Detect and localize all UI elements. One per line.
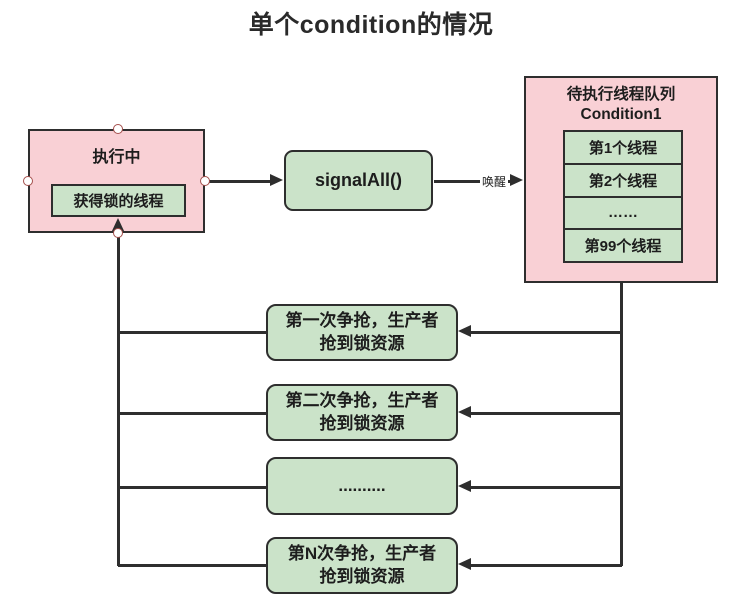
edge-queue-trunk [620, 283, 623, 566]
edge-exec-to-signal [206, 180, 271, 183]
lock-holder-node[interactable]: 获得锁的线程 [51, 184, 186, 217]
connection-point-top-icon[interactable] [113, 124, 123, 134]
contention-4-line1: 第N次争抢，生产者 [287, 543, 437, 563]
connection-point-right-icon[interactable] [200, 176, 210, 186]
queue-item-ellipsis: …… [565, 195, 681, 229]
contention-4-line2: 抢到锁资源 [319, 566, 405, 586]
queue-node[interactable]: 待执行线程队列 Condition1 第1个线程 第2个线程 …… 第99个线程 [524, 76, 718, 283]
diagram-title: 单个condition的情况 [248, 11, 494, 39]
connection-point-left-icon[interactable] [23, 176, 33, 186]
edge-contention-4-return [118, 564, 266, 567]
edge-queue-to-contention-4 [470, 564, 622, 567]
wake-edge-label: 唤醒 [480, 173, 509, 190]
contention-1-line2: 抢到锁资源 [319, 333, 405, 353]
lock-holder-label: 获得锁的线程 [73, 193, 164, 210]
arrowhead-left-icon [458, 558, 471, 570]
executing-node-label: 执行中 [92, 149, 141, 166]
queue-item: 第99个线程 [565, 228, 681, 261]
signalall-label: signalAll() [314, 170, 402, 190]
edge-contention-3-return [118, 486, 266, 489]
contention-2-line1: 第二次争抢，生产者 [285, 390, 439, 410]
contention-node-ellipsis[interactable]: .......... [266, 457, 458, 515]
edge-signal-to-queue [434, 180, 510, 183]
edge-return-trunk [117, 233, 120, 566]
queue-item: 第1个线程 [588, 139, 658, 157]
executing-node[interactable]: 执行中 获得锁的线程 [28, 129, 205, 233]
edge-queue-to-contention-2 [470, 412, 622, 415]
arrowhead-right-icon [510, 174, 523, 186]
edge-contention-2-return [118, 412, 266, 415]
queue-item: 第2个线程 [565, 162, 681, 196]
queue-node-title: 待执行线程队列 Condition1 [526, 78, 716, 126]
arrowhead-left-icon [458, 325, 471, 337]
arrowhead-left-icon [458, 406, 471, 418]
contention-node-2[interactable]: 第二次争抢，生产者 抢到锁资源 [266, 384, 458, 441]
edge-contention-1-return [118, 331, 266, 334]
arrowhead-left-icon [458, 480, 471, 492]
signalall-node[interactable]: signalAll() [284, 150, 433, 211]
contention-2-line2: 抢到锁资源 [319, 413, 405, 433]
edge-queue-to-contention-3 [470, 486, 622, 489]
queue-title-line1: 待执行线程队列 [566, 86, 676, 103]
queue-title-line2: Condition1 [580, 106, 662, 124]
edge-queue-to-contention-1 [470, 331, 622, 334]
arrowhead-right-icon [270, 174, 283, 186]
contention-node-1[interactable]: 第一次争抢，生产者 抢到锁资源 [266, 304, 458, 361]
contention-3-line1: .......... [338, 475, 386, 495]
contention-1-line1: 第一次争抢，生产者 [285, 310, 439, 330]
connection-point-bottom-icon[interactable] [113, 228, 123, 238]
queue-thread-list[interactable]: 第1个线程 第2个线程 …… 第99个线程 [563, 130, 683, 263]
contention-node-n[interactable]: 第N次争抢，生产者 抢到锁资源 [266, 537, 458, 594]
